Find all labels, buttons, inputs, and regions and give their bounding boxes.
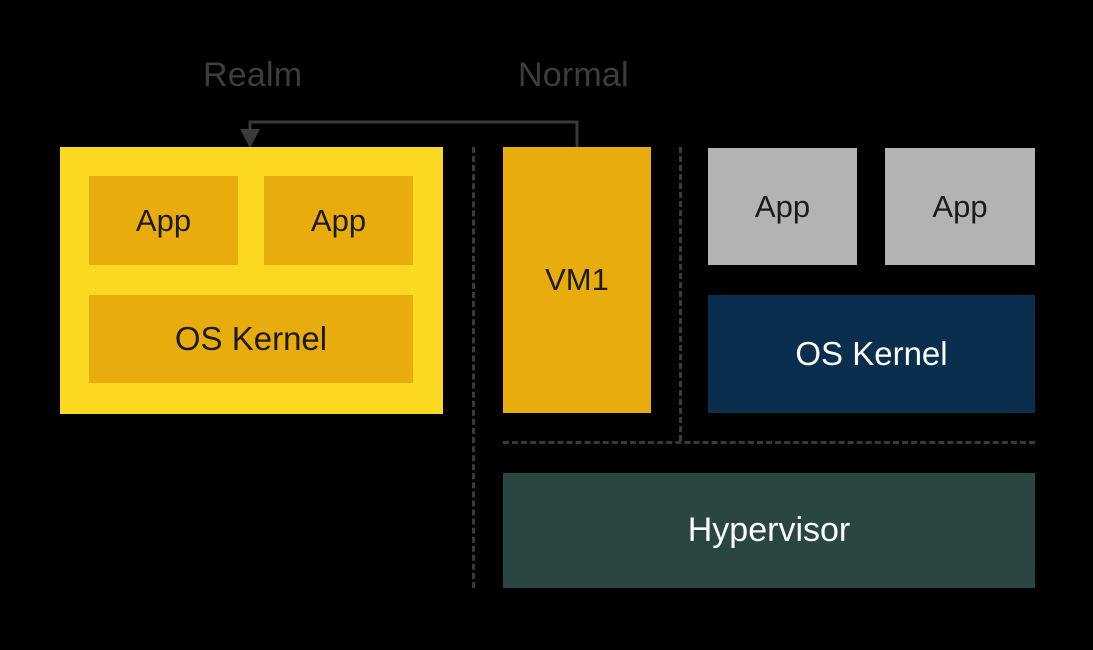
vm1-label: VM1 [545,262,609,297]
realm-app-2[interactable]: App [264,176,413,265]
hypervisor-boundary-dashed-line [503,441,1035,444]
normal-app-2-label: App [932,188,988,224]
normal-app-1[interactable]: App [708,148,857,265]
hypervisor-label: Hypervisor [687,511,851,549]
normal-os-kernel-label: OS Kernel [795,335,948,372]
realm-app-2-label: App [310,202,367,238]
realm-app-1[interactable]: App [89,176,238,265]
realm-os-kernel-label: OS Kernel [174,320,328,357]
arrow-path [248,120,579,148]
world-label-normal: Normal [518,56,629,94]
world-separator-dashed-line [472,147,475,588]
hypervisor-box[interactable]: Hypervisor [503,473,1035,588]
vm1-box[interactable]: VM1 [503,147,651,413]
world-label-realm: Realm [203,56,303,94]
realm-app-1-label: App [135,202,192,238]
normal-os-kernel[interactable]: OS Kernel [708,295,1035,413]
normal-app-2[interactable]: App [885,148,1035,265]
realm-os-kernel[interactable]: OS Kernel [89,295,413,383]
vm-boundary-dashed-line [679,147,682,441]
arrow-head [240,129,260,148]
normal-app-1-label: App [754,188,811,224]
